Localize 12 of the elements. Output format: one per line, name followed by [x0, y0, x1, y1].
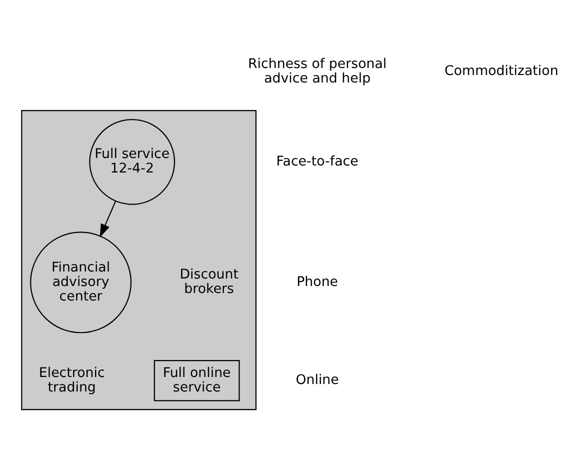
arrow	[100, 200, 116, 238]
label: Face-to-face	[276, 154, 358, 170]
node-circle: Full service 12-4-2	[89, 118, 176, 205]
label: Phone	[296, 274, 338, 290]
label: Electronic trading	[38, 366, 105, 396]
label: Discount brokers	[180, 268, 238, 298]
node-box: Full online service	[154, 360, 240, 402]
cluster	[21, 110, 257, 410]
label: Online	[296, 373, 339, 388]
node-circle: Financial advisory center	[30, 232, 132, 334]
label: Commoditization	[444, 64, 558, 80]
label: Richness of personal advice and help	[248, 56, 387, 86]
